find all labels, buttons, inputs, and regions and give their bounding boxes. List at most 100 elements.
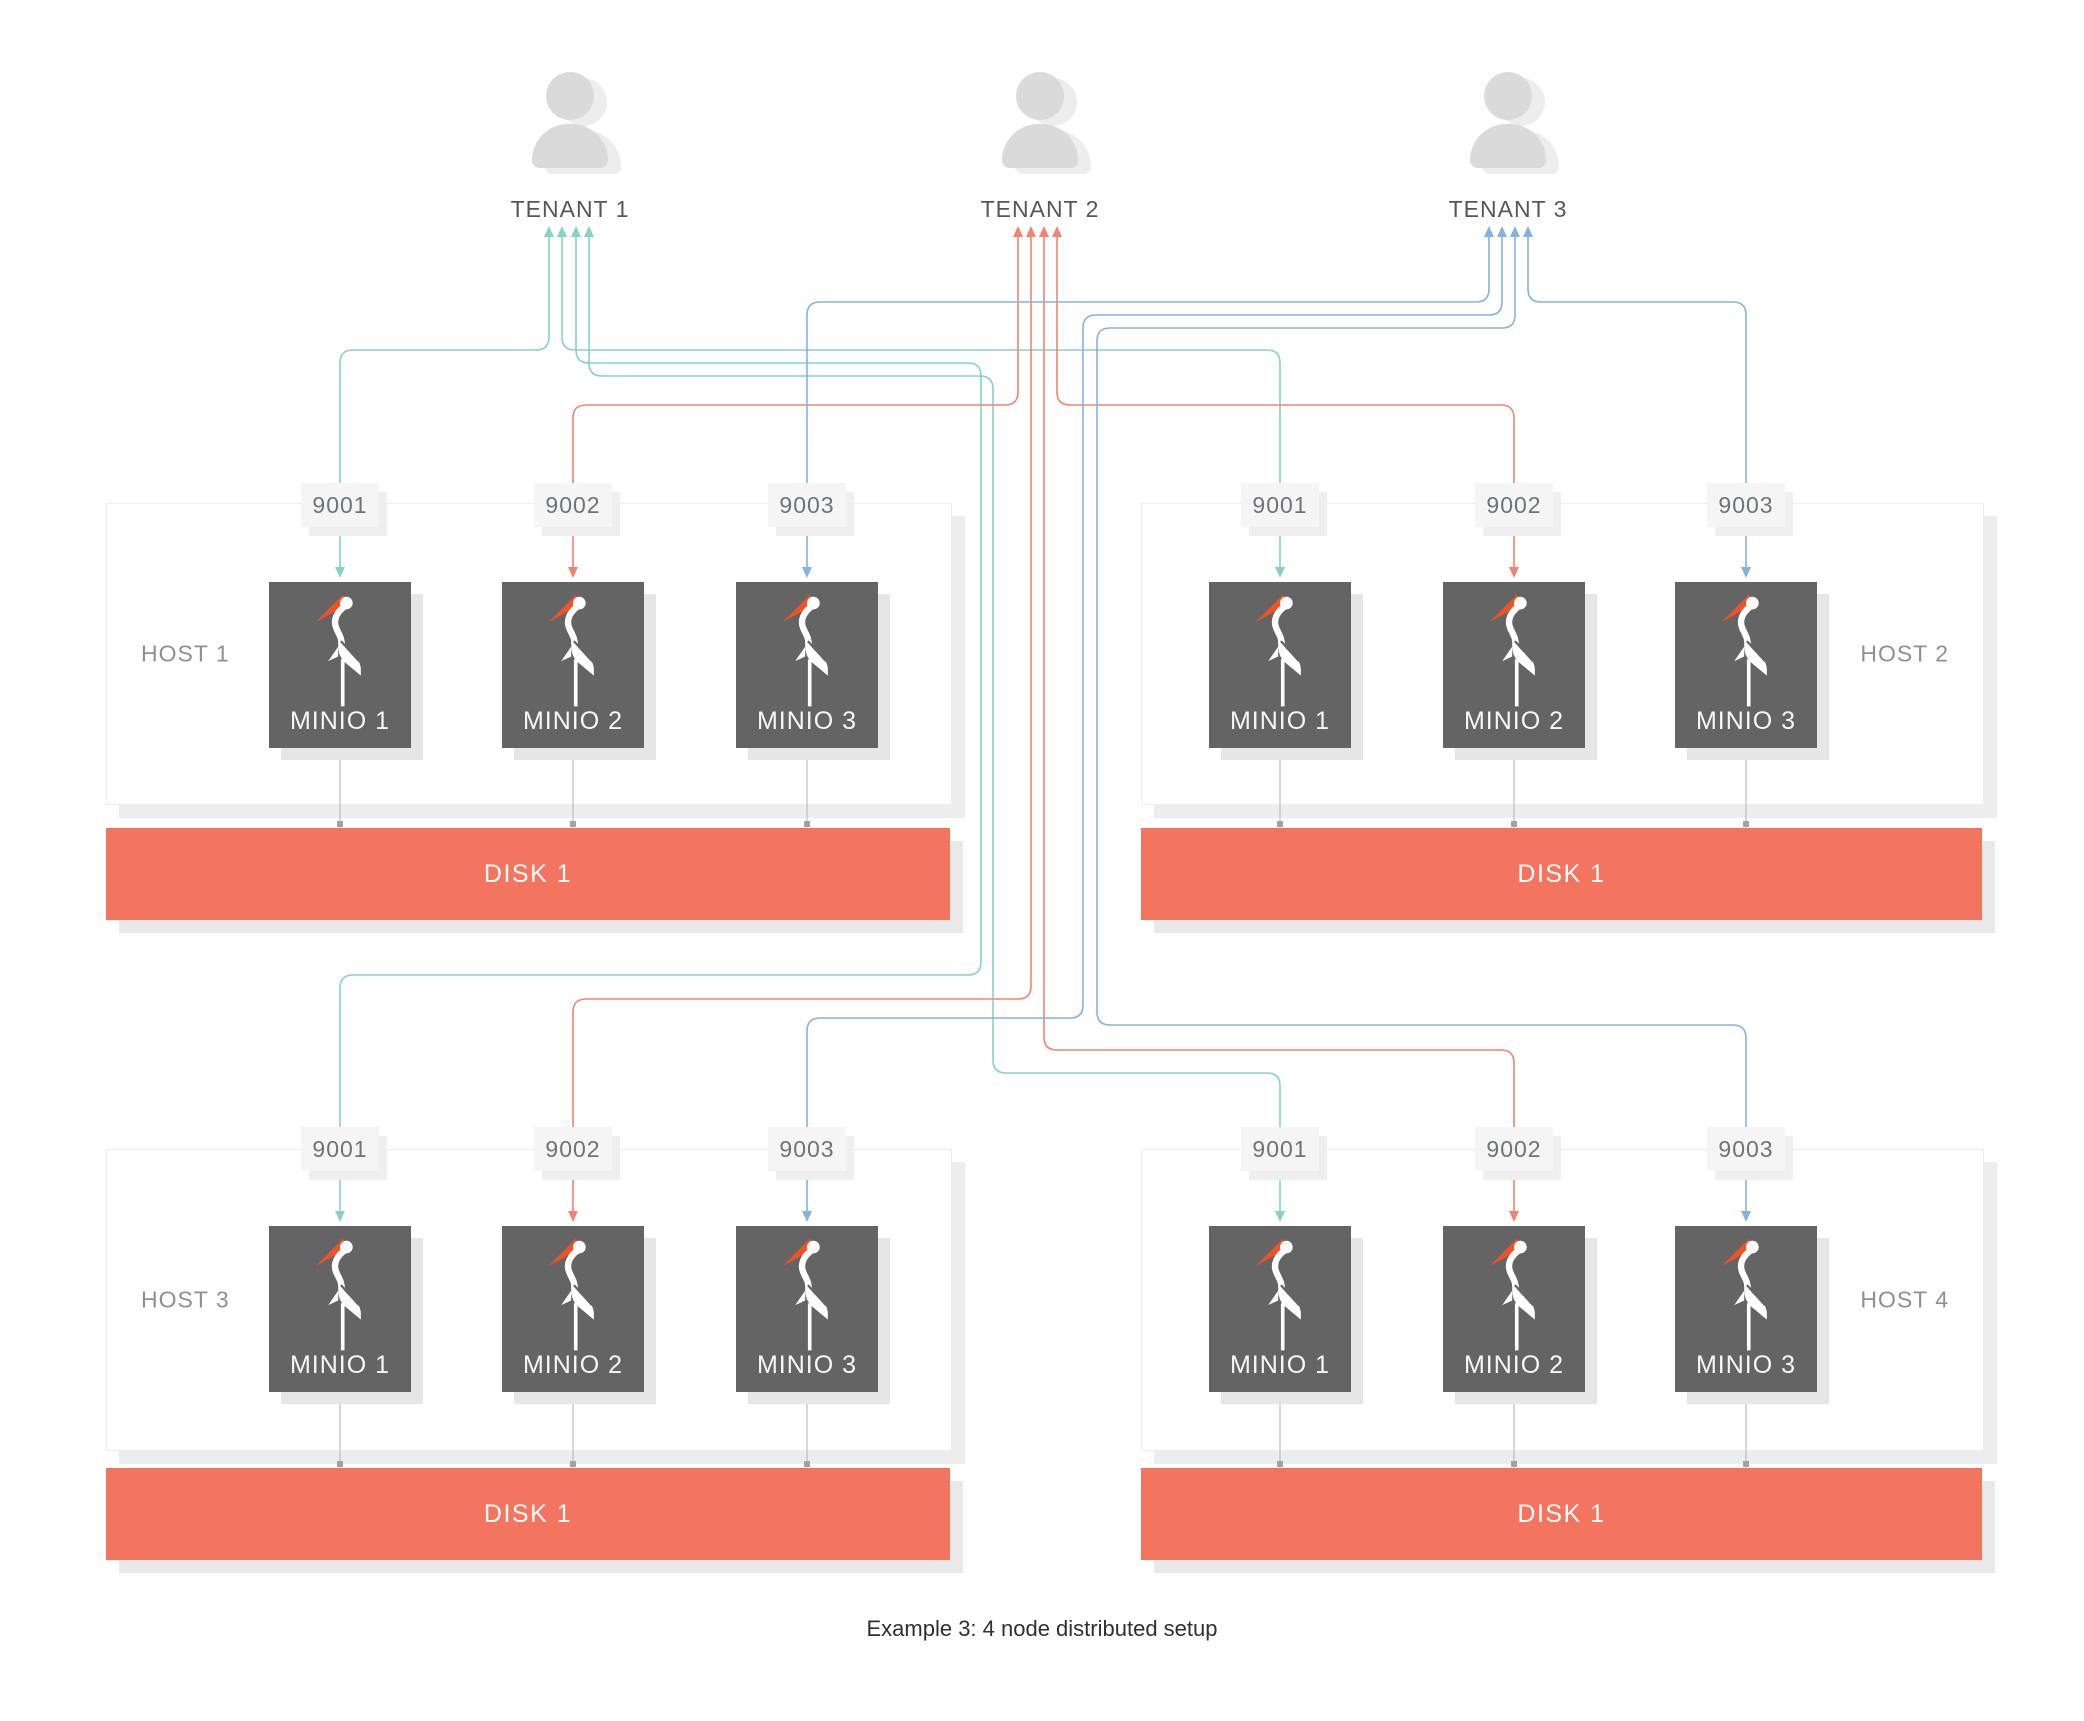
connector-cap — [337, 748, 343, 754]
minio-label: MINIO 1 — [289, 1351, 391, 1379]
minio-logo-icon — [782, 594, 828, 707]
tenant-label: TENANT 3 — [1448, 196, 1568, 222]
caption: Example 3: 4 node distributed setup — [866, 1616, 1218, 1641]
arrow-down-icon — [1741, 1211, 1751, 1222]
arrow-down-icon — [1741, 567, 1751, 578]
port-label-9001: 9001 — [301, 1127, 379, 1171]
connector-cap — [804, 1392, 810, 1398]
tenant-user-icon — [992, 72, 1091, 174]
minio-label: MINIO 3 — [1695, 707, 1797, 735]
connection-line-2 — [561, 235, 1281, 569]
minio-label: MINIO 1 — [289, 707, 391, 735]
arrow-down-icon — [1275, 1211, 1285, 1222]
minio-node-4-1: MINIO 1 — [1209, 1226, 1351, 1392]
disk-bar-host-4: DISK 1 — [1141, 1468, 1982, 1560]
minio-node-3-2: MINIO 2 — [502, 1226, 644, 1392]
connector-cap — [1277, 821, 1283, 827]
minio-label: MINIO 2 — [1463, 707, 1565, 735]
arrow-down-icon — [1509, 567, 1519, 578]
minio-label: MINIO 2 — [522, 1351, 624, 1379]
arrow-down-icon — [568, 1211, 578, 1222]
connection-line-6 — [572, 235, 1032, 1213]
tenant-3: TENANT 3 — [1438, 72, 1578, 223]
port-label-9002: 9002 — [1475, 1127, 1553, 1171]
connector-cap — [1511, 748, 1517, 754]
disk-bar-host-3: DISK 1 — [106, 1468, 950, 1560]
connection-line-4 — [588, 235, 1281, 1213]
connection-line-10 — [806, 235, 1503, 1213]
port-label-9003: 9003 — [1707, 483, 1785, 527]
minio-logo-icon — [782, 1238, 828, 1351]
minio-node-3-1: MINIO 1 — [269, 1226, 411, 1392]
disk-label: DISK 1 — [1517, 1499, 1606, 1528]
arrow-up-icon — [1510, 226, 1520, 237]
connector-cap — [337, 1392, 343, 1398]
arrow-down-icon — [802, 1211, 812, 1222]
arrow-up-icon — [1039, 226, 1049, 237]
minio-logo-icon — [315, 594, 361, 707]
connection-line-9 — [806, 235, 1490, 569]
port-label-9002: 9002 — [1475, 483, 1553, 527]
minio-node-3-3: MINIO 3 — [736, 1226, 878, 1392]
connector-cap — [570, 748, 576, 754]
disk-bar-host-2: DISK 1 — [1141, 828, 1982, 920]
user-icon — [522, 72, 618, 168]
connection-line-8 — [1056, 235, 1515, 569]
connector-cap — [804, 1461, 810, 1467]
tenant-user-icon — [1460, 72, 1559, 174]
connector-cap — [1511, 1461, 1517, 1467]
port-label-9003: 9003 — [768, 1127, 846, 1171]
host-label: HOST 3 — [141, 1286, 230, 1313]
connector-cap — [804, 748, 810, 754]
arrow-down-icon — [335, 567, 345, 578]
minio-label: MINIO 2 — [1463, 1351, 1565, 1379]
minio-label: MINIO 1 — [1229, 707, 1331, 735]
port-label-9002: 9002 — [534, 1127, 612, 1171]
connector-cap — [570, 1392, 576, 1398]
connector-cap — [1277, 748, 1283, 754]
arrow-up-icon — [1052, 226, 1062, 237]
port-label-9001: 9001 — [1241, 1127, 1319, 1171]
port-label-9001: 9001 — [1241, 483, 1319, 527]
connector-cap — [570, 821, 576, 827]
minio-label: MINIO 3 — [1695, 1351, 1797, 1379]
tenant-user-icon — [522, 72, 621, 174]
connection-line-12 — [1527, 235, 1747, 569]
port-label-9003: 9003 — [768, 483, 846, 527]
minio-label: MINIO 1 — [1229, 1351, 1331, 1379]
connector-cap — [337, 1461, 343, 1467]
minio-logo-icon — [1721, 1238, 1767, 1351]
connection-line-7 — [1043, 235, 1515, 1213]
disk-label: DISK 1 — [483, 859, 573, 888]
minio-label: MINIO 2 — [522, 707, 624, 735]
connection-line-1 — [339, 235, 550, 569]
arrow-up-icon — [1026, 226, 1036, 237]
disk-bar-host-1: DISK 1 — [106, 828, 950, 920]
arrow-down-icon — [1509, 1211, 1519, 1222]
arrow-up-icon — [1484, 226, 1494, 237]
minio-logo-icon — [548, 1238, 594, 1351]
connector-cap — [1511, 821, 1517, 827]
minio-node-1-3: MINIO 3 — [736, 582, 878, 748]
disk-label: DISK 1 — [1517, 859, 1606, 888]
port-label-9001: 9001 — [301, 483, 379, 527]
arrow-up-icon — [1013, 226, 1023, 237]
minio-logo-icon — [548, 594, 594, 707]
connector-cap — [1743, 748, 1749, 754]
minio-logo-icon — [315, 1238, 361, 1351]
connection-line-3 — [339, 235, 982, 1213]
connector-cap — [1743, 1461, 1749, 1467]
arrow-up-icon — [571, 226, 581, 237]
tenant-1: TENANT 1 — [500, 72, 640, 223]
connector-cap — [570, 1461, 576, 1467]
arrow-down-icon — [568, 567, 578, 578]
minio-node-2-3: MINIO 3 — [1675, 582, 1817, 748]
minio-node-2-2: MINIO 2 — [1443, 582, 1585, 748]
minio-node-1-2: MINIO 2 — [502, 582, 644, 748]
user-icon — [992, 72, 1088, 168]
host-label: HOST 2 — [1860, 640, 1949, 667]
arrow-down-icon — [335, 1211, 345, 1222]
minio-label: MINIO 3 — [756, 707, 858, 735]
minio-logo-icon — [1489, 1238, 1535, 1351]
